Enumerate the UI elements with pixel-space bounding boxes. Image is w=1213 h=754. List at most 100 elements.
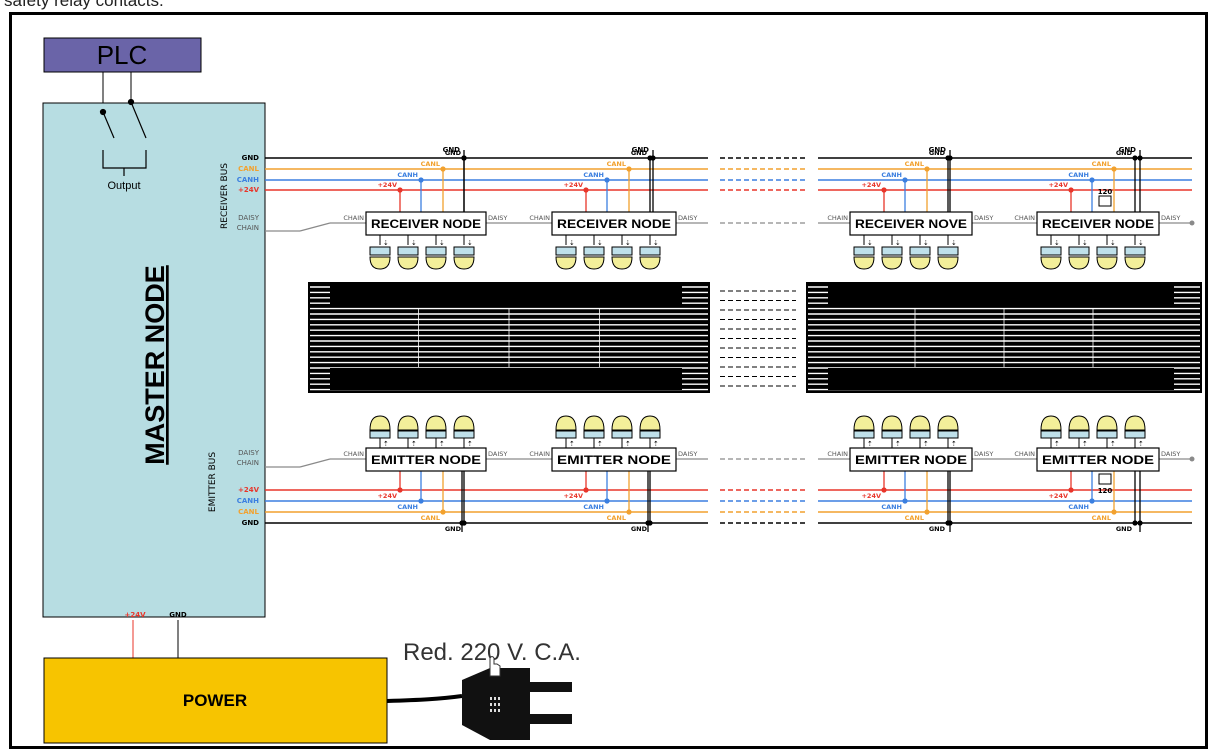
receiver-lens-icon <box>555 256 577 270</box>
receiver-led-arrows: ⇣ <box>467 239 473 247</box>
power-gnd-label: GND <box>169 611 187 619</box>
receiver-tap-label: +24V <box>1048 181 1068 189</box>
receiver-node-box <box>1036 211 1160 236</box>
receiver-node-label: RECEIVER NODE <box>557 217 671 231</box>
emitter-bus-tap <box>924 509 930 515</box>
emitter-led-arrows: ⇡ <box>411 440 417 448</box>
receiver-gnd-label: GND <box>443 146 461 154</box>
emitter-bus-label: GND <box>242 519 260 527</box>
emitter-node-box <box>849 447 973 472</box>
receiver-tap-label: CANH <box>1068 171 1089 179</box>
receiver-sensor-body <box>369 246 391 256</box>
emitter-tap-label: CANL <box>421 514 440 522</box>
emitter-chain-in-label: CHAIN <box>529 450 550 458</box>
receiver-bus-label: GND <box>242 154 260 162</box>
receiver-led-arrows: ⇣ <box>411 239 417 247</box>
receiver-node-label: RECEIVER NODE <box>371 217 481 231</box>
receiver-bus-tap <box>924 166 930 172</box>
emitter-chain-end <box>1189 456 1195 462</box>
emitter-lens-icon <box>1124 415 1146 431</box>
receiver-node-box <box>365 211 487 236</box>
emitter-led-arrows: ⇡ <box>383 440 389 448</box>
emitter-lens-icon <box>425 415 447 431</box>
emitter-led-body <box>369 430 391 439</box>
emitter-chain-in-label: CHAIN <box>1014 450 1035 458</box>
receiver-led-arrows: ⇣ <box>625 239 631 247</box>
emitter-bus-tap <box>1068 487 1074 493</box>
panel-band-bottom <box>828 368 1174 390</box>
emitter-bus-tap <box>902 498 908 504</box>
receiver-bus-tap <box>1068 187 1074 193</box>
receiver-chain-in-label: CHAIN <box>1014 214 1035 222</box>
emitter-lens-icon <box>853 415 875 431</box>
receiver-bus-tap <box>418 177 424 183</box>
emitter-lens-icon <box>881 415 903 431</box>
emitter-bus-tap <box>583 487 589 493</box>
receiver-sensor-body <box>1096 246 1118 256</box>
plc-box <box>43 37 202 73</box>
emitter-led-arrows: ⇡ <box>895 440 901 448</box>
emitter-bus-tap <box>418 498 424 504</box>
receiver-led-arrows: ⇣ <box>867 239 873 247</box>
emitter-chain-label: CHAIN <box>237 459 259 467</box>
receiver-led-arrows: ⇣ <box>653 239 659 247</box>
emitter-tap-label: +24V <box>563 492 583 500</box>
receiver-gnd-label: GND <box>1119 146 1137 154</box>
receiver-lens-icon <box>1040 256 1062 270</box>
emitter-led-arrows: ⇡ <box>1138 440 1144 448</box>
receiver-bus-tap <box>583 187 589 193</box>
receiver-led-arrows: ⇣ <box>1138 239 1144 247</box>
receiver-gnd-tap <box>1137 155 1143 161</box>
emitter-bus-label: +24V <box>238 486 260 494</box>
emitter-bus-tap <box>397 487 403 493</box>
receiver-led-arrows: ⇣ <box>439 239 445 247</box>
emitter-node-box <box>551 447 677 472</box>
emitter-lens-icon <box>555 415 577 431</box>
receiver-chain-link <box>299 222 331 232</box>
emitter-bus-tap <box>626 509 632 515</box>
receiver-bus-tap <box>604 177 610 183</box>
emitter-lens-icon <box>369 415 391 431</box>
receiver-bus-tap <box>1089 177 1095 183</box>
receiver-led-arrows: ⇣ <box>1110 239 1116 247</box>
receiver-lens-icon <box>853 256 875 270</box>
emitter-lens-icon <box>1068 415 1090 431</box>
receiver-node-label: RECEIVER NODE <box>1042 217 1154 231</box>
emitter-lens-icon <box>397 415 419 431</box>
emitter-lens-icon <box>909 415 931 431</box>
emitter-bus-label: CANH <box>237 497 259 505</box>
emitter-node-label: EMITTER NODE <box>371 453 481 467</box>
emitter-led-body <box>555 430 577 439</box>
caption: safety relay contacts. <box>4 0 164 10</box>
emitter-led-arrows: ⇡ <box>923 440 929 448</box>
emitter-terminator-resistor <box>1098 473 1112 485</box>
emitter-node-label: EMITTER NODE <box>855 453 967 467</box>
receiver-sensor-body <box>425 246 447 256</box>
master-node-label: MASTER NODE <box>140 265 170 465</box>
receiver-tap-label: CANL <box>905 160 924 168</box>
receiver-led-arrows: ⇣ <box>569 239 575 247</box>
receiver-sensor-body <box>1068 246 1090 256</box>
receiver-bus-label: CANL <box>238 165 259 173</box>
receiver-gnd-label: GND <box>632 146 650 154</box>
receiver-sensor-body <box>583 246 605 256</box>
receiver-node-box <box>551 211 677 236</box>
power-box <box>43 657 388 744</box>
emitter-bus-tap <box>1132 520 1138 526</box>
receiver-resistor-label: 120 <box>1098 188 1113 196</box>
receiver-tap-label: +24V <box>861 181 881 189</box>
receiver-chain-label: CHAIN <box>237 224 259 232</box>
emitter-led-body <box>583 430 605 439</box>
emitter-node-box <box>1036 447 1160 472</box>
receiver-bus-tap <box>1111 166 1117 172</box>
emitter-tap-label: CANL <box>607 514 626 522</box>
receiver-tap-label: CANH <box>881 171 902 179</box>
hand-cursor-icon <box>489 656 501 677</box>
receiver-led-arrows: ⇣ <box>951 239 957 247</box>
receiver-gnd-tap <box>461 155 467 161</box>
receiver-tap-label: +24V <box>563 181 583 189</box>
emitter-gnd-tap <box>947 520 953 526</box>
emitter-led-body <box>611 430 633 439</box>
receiver-bus-tap <box>1132 155 1138 161</box>
receiver-led-arrows: ⇣ <box>923 239 929 247</box>
